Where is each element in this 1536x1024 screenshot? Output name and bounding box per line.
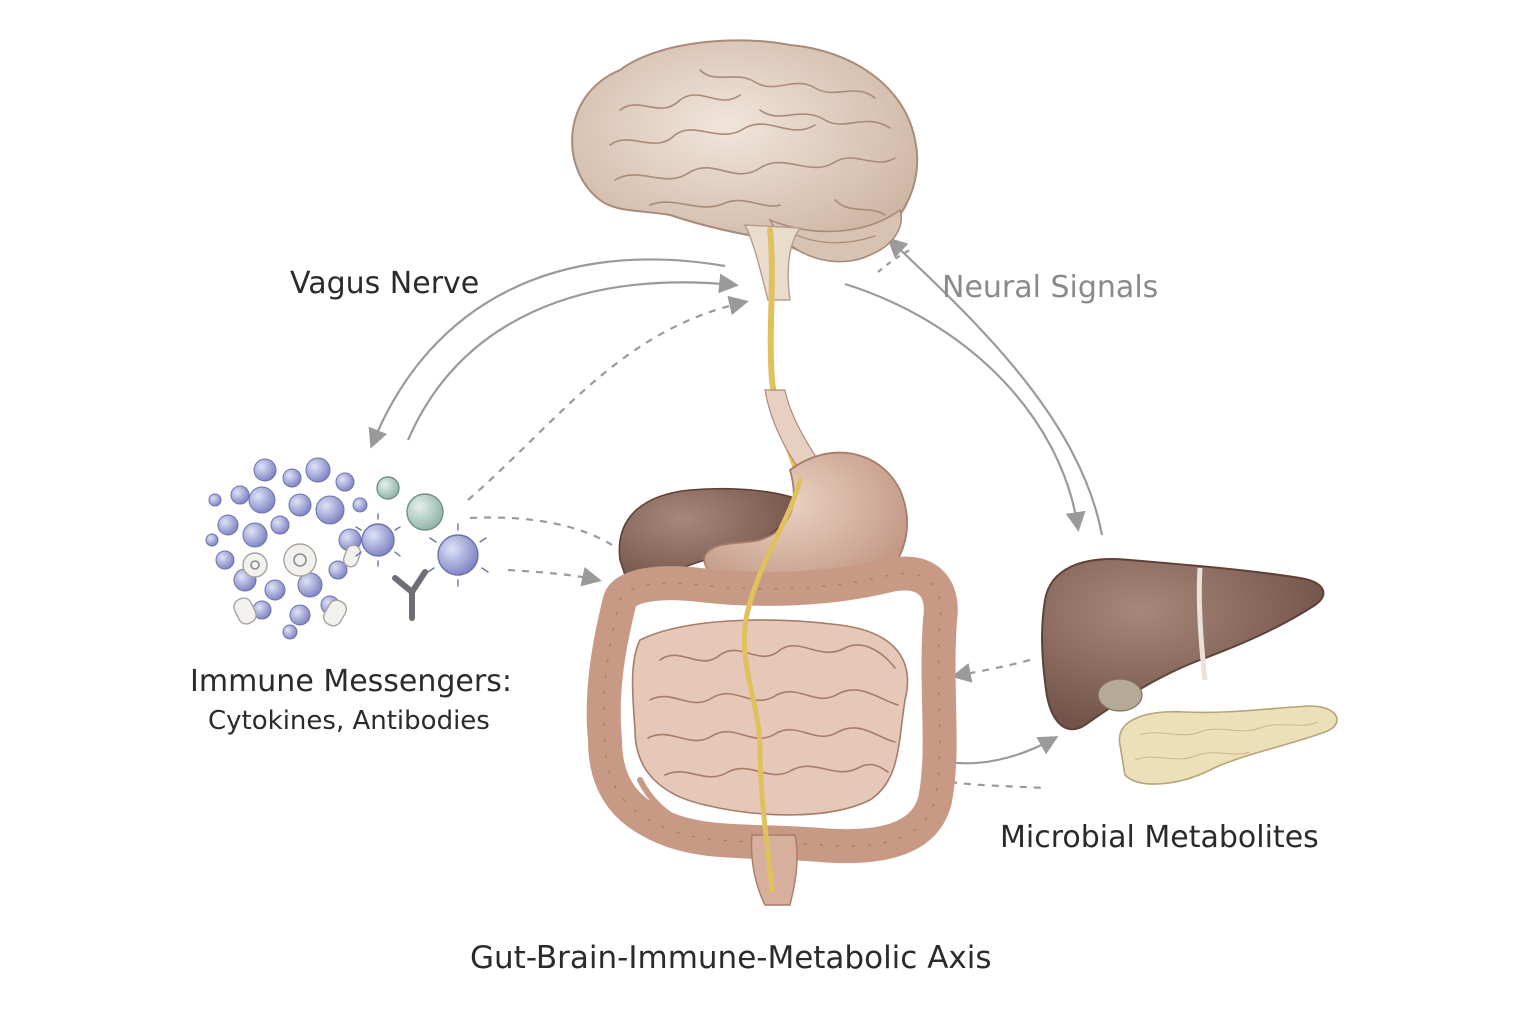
liver-to-gut-dashed	[951, 658, 1031, 683]
gut-illustration	[586, 389, 958, 906]
pancreas-illustration	[1118, 705, 1338, 785]
axis-title: Gut-Brain-Immune-Metabolic Axis	[470, 940, 992, 976]
antibody-icon	[392, 569, 428, 621]
gut-to-metabolites-dashed	[949, 780, 1046, 790]
neural-arrow-outer	[844, 282, 1086, 532]
immune-messengers-detail: Cytokines, Antibodies	[208, 706, 490, 736]
gallbladder	[1097, 678, 1143, 712]
vagus-nerve-label: Vagus Nerve	[290, 266, 480, 301]
neural-dashed-short	[877, 249, 911, 273]
brain-illustration	[571, 39, 919, 301]
immune-to-gut-dashed-2	[507, 567, 602, 587]
immune-messengers-label: Immune Messengers:	[190, 664, 512, 699]
vagus-nerve-lower	[741, 477, 803, 893]
liver-illustration	[1041, 558, 1325, 731]
gut-to-liver-arrow	[947, 736, 1059, 765]
arrows	[368, 237, 1104, 790]
vagus-arrow-inner	[406, 273, 739, 441]
immune-to-brain-dashed	[467, 295, 749, 501]
neural-signals-label: Neural Signals	[942, 270, 1159, 305]
neural-arrow-inner	[887, 237, 1104, 536]
immune-to-gut-dashed-1	[469, 516, 613, 546]
vagus-arrow-outer	[368, 258, 726, 449]
immune-cells-illustration	[205, 457, 489, 640]
microbial-metabolites-label: Microbial Metabolites	[1000, 820, 1319, 855]
